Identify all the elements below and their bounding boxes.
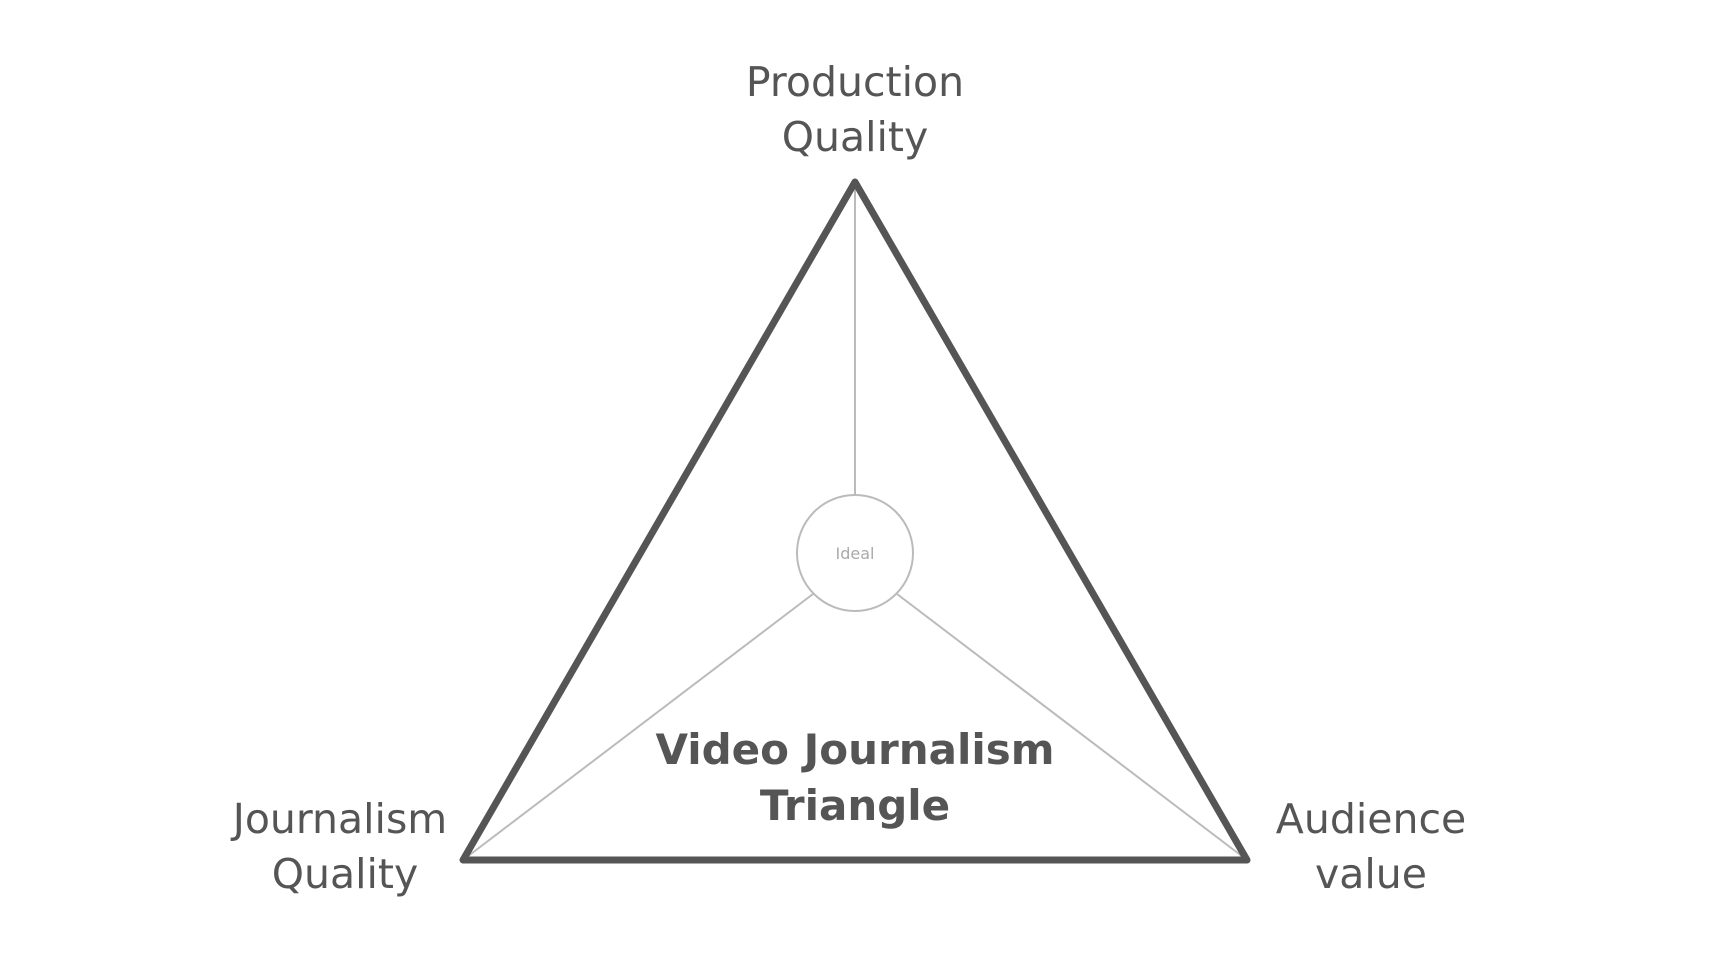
diagram-title-line2: Triangle	[760, 781, 950, 830]
diagram-title-line1: Video Journalism	[655, 725, 1054, 774]
connector-left	[462, 593, 814, 861]
vertex-label-left-line2: Quality	[272, 850, 419, 898]
ideal-circle	[796, 494, 914, 612]
connector-right	[896, 593, 1248, 861]
vertex-label-right-line1: Audience	[1276, 795, 1466, 843]
vertex-label-top-line2: Quality	[782, 113, 929, 161]
triangle-outline	[459, 178, 1251, 864]
vertex-label-top-line1: Production	[746, 58, 964, 106]
vertex-label-right-line2: value	[1315, 850, 1427, 898]
ideal-label: Ideal	[836, 544, 875, 563]
vertex-label-left-line1: Journalism	[230, 795, 448, 843]
